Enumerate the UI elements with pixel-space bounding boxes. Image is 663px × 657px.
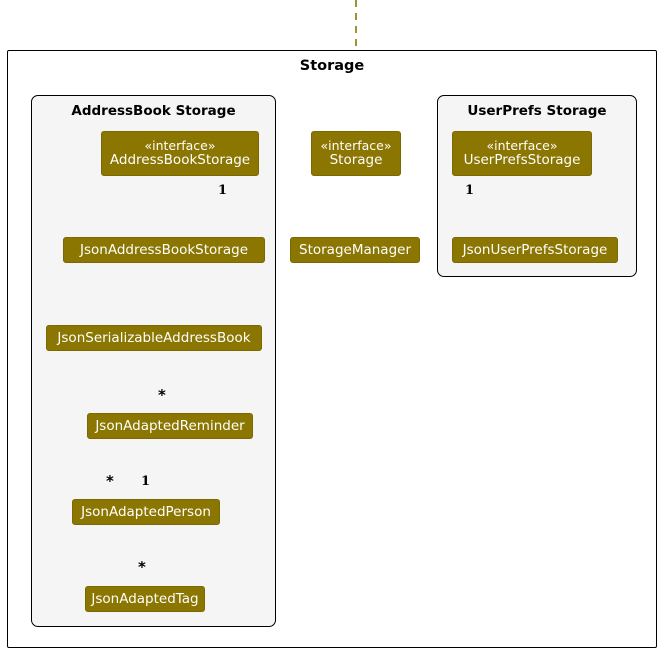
package-addressbook-storage-title: AddressBook Storage [71,103,236,119]
multiplicity-serializable-reminder: * [158,386,166,404]
jsonadaptedperson-name: JsonAdaptedPerson [81,503,211,520]
class-storagemanager[interactable]: StorageManager [290,237,420,263]
jsonuserprefsstorage-name: JsonUserPrefsStorage [462,241,608,258]
userprefsstorage-name: UserPrefsStorage [463,151,581,168]
class-jsonadaptedperson[interactable]: JsonAdaptedPerson [72,499,220,525]
package-userprefs-storage-title: UserPrefs Storage [467,103,607,119]
class-storage[interactable]: «interface» Storage [311,131,401,176]
package-addressbook-storage: AddressBook Storage [31,95,276,627]
class-jsonadaptedtag[interactable]: JsonAdaptedTag [85,586,205,612]
multiplicity-serializable-person: * [106,472,114,490]
addressbookstorage-name: AddressBookStorage [109,151,251,168]
storagemanager-name: StorageManager [299,241,411,258]
class-userprefsstorage[interactable]: «interface» UserPrefsStorage [452,131,592,176]
class-jsonuserprefsstorage[interactable]: JsonUserPrefsStorage [452,237,618,263]
jsonadaptedreminder-name: JsonAdaptedReminder [95,417,245,434]
package-storage-title: Storage [299,58,365,74]
addressbookstorage-stereotype: «interface» [144,138,216,154]
jsonaddressbookstorage-name: JsonAddressBookStorage [79,241,248,258]
multiplicity-storagemanager-addressbookstorage: 1 [218,183,228,198]
multiplicity-storagemanager-userprefsstorage: 1 [465,183,475,198]
userprefsstorage-stereotype: «interface» [486,138,558,154]
multiplicity-reminder-person: 1 [141,474,151,489]
jsonadaptedtag-name: JsonAdaptedTag [91,590,199,607]
storage-stereotype: «interface» [320,138,392,154]
multiplicity-person-tag: * [138,558,146,576]
class-jsonserializableaddressbook[interactable]: JsonSerializableAddressBook [46,325,262,351]
jsonserializableaddressbook-name: JsonSerializableAddressBook [57,329,251,346]
storage-name: Storage [329,151,383,168]
class-jsonadaptedreminder[interactable]: JsonAdaptedReminder [87,413,253,439]
class-addressbookstorage[interactable]: «interface» AddressBookStorage [101,131,259,176]
class-jsonaddressbookstorage[interactable]: JsonAddressBookStorage [63,237,265,263]
